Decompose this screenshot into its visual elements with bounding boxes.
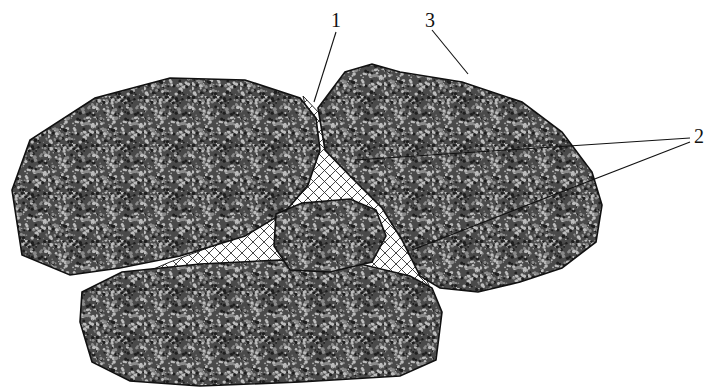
callout-number: 2 <box>694 126 704 146</box>
aggregate-stone <box>274 199 386 272</box>
callout-number: 1 <box>331 10 341 30</box>
leader-lines <box>314 30 690 250</box>
callout-number: 3 <box>425 10 435 30</box>
aggregate-stone <box>80 260 442 386</box>
